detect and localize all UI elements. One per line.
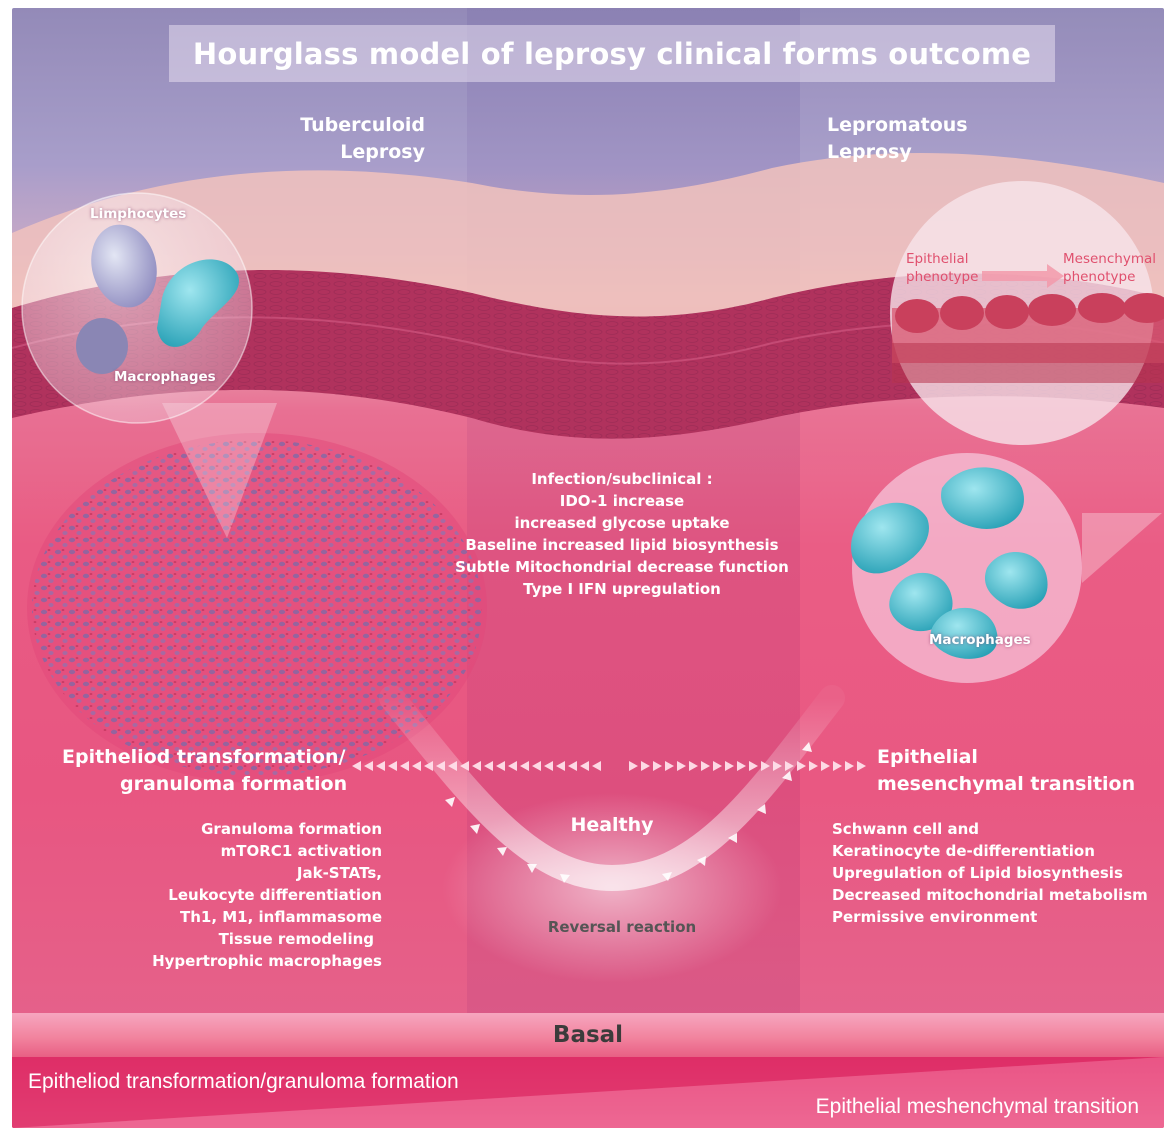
list-item: Hypertrophic macrophages [92,950,382,972]
limphocytes-label: Limphocytes [90,206,186,222]
emt-features-list: Schwann cell and Keratinocyte de-differe… [832,818,1152,928]
emt-heading-line1: Epithelial [877,744,1157,771]
diagram-canvas: Hourglass model of leprosy clinical form… [12,8,1164,1128]
lepromatous-header-line2: Leprosy [827,139,1027,166]
granuloma-outcome-label: Epitheliod transformation/granuloma form… [28,1070,459,1094]
epithelial-phenotype-line2: phenotype [906,268,978,286]
emt-heading: Epithelial mesenchymal transition [877,744,1157,798]
title-banner: Hourglass model of leprosy clinical form… [169,25,1055,82]
list-item: mTORC1 activation [92,840,382,862]
epithelial-phenotype-line1: Epithelial [906,250,978,268]
granuloma-features-list: Granuloma formation mTORC1 activation Ja… [92,818,382,972]
granuloma-heading-line2: granuloma formation [62,771,382,798]
lepromatous-header: Lepromatous Leprosy [827,112,1027,166]
tuberculoid-header-line2: Leprosy [265,139,425,166]
granuloma-heading-line1: Epitheliod transformation/ [62,744,382,771]
list-item: Keratinocyte de-differentiation [832,840,1152,862]
emt-heading-line2: mesenchymal transition [877,771,1157,798]
list-item: Granuloma formation [92,818,382,840]
mesenchymal-phenotype-line2: phenotype [1063,268,1156,286]
list-item: Upregulation of Lipid biosynthesis [832,862,1152,884]
diagram-title: Hourglass model of leprosy clinical form… [193,37,1031,71]
list-item: Tissue remodeling [92,928,382,950]
mesenchymal-phenotype-label: Mesenchymal phenotype [1063,250,1156,286]
infection-info: Infection/subclinical : IDO-1 increase i… [442,468,802,600]
info-line: Infection/subclinical : [442,468,802,490]
tuberculoid-header-line1: Tuberculoid [265,112,425,139]
basal-label: Basal [553,1022,623,1048]
list-item: Th1, M1, inflammasome [92,906,382,928]
list-item: Decreased mitochondrial metabolism [832,884,1152,906]
healthy-label: Healthy [552,814,672,836]
left-macrophages-label: Macrophages [114,369,216,385]
tuberculoid-header: Tuberculoid Leprosy [265,112,425,166]
list-item: Leukocyte differentiation [92,884,382,906]
info-line: Subtle Mitochondrial decrease function [442,556,802,578]
list-item: Schwann cell and [832,818,1152,840]
info-line: IDO-1 increase [442,490,802,512]
mesenchymal-phenotype-line1: Mesenchymal [1063,250,1156,268]
info-line: Type I IFN upregulation [442,578,802,600]
emt-outcome-label: Epithelial meshenchymal transition [816,1095,1139,1119]
reversal-reaction-label: Reversal reaction [512,918,732,936]
list-item: Jak-STATs, [92,862,382,884]
lepromatous-header-line1: Lepromatous [827,112,1027,139]
info-line: increased glycose uptake [442,512,802,534]
basal-band: Basal [12,1013,1164,1057]
outcome-gradient-band: Epitheliod transformation/granuloma form… [12,1057,1164,1128]
epithelial-phenotype-label: Epithelial phenotype [906,250,978,286]
info-line: Baseline increased lipid biosynthesis [442,534,802,556]
list-item: Permissive environment [832,906,1152,928]
granuloma-heading: Epitheliod transformation/ granuloma for… [62,744,382,798]
right-macrophages-label: Macrophages [929,632,1031,648]
